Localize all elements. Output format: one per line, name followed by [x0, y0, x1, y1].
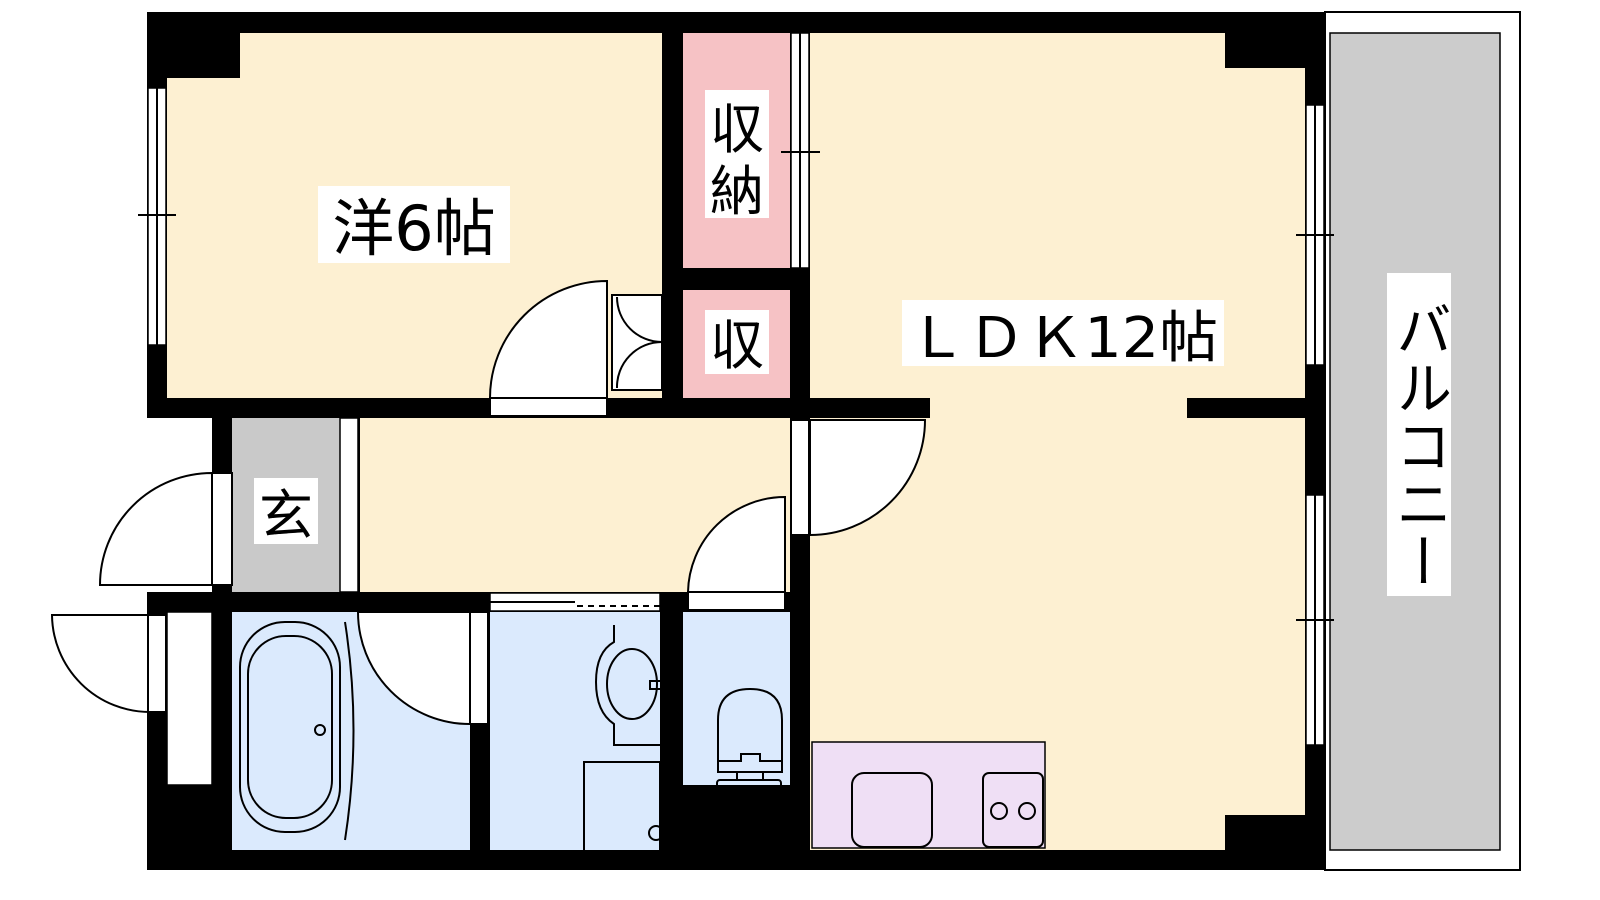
- svg-text:収: 収: [710, 314, 764, 377]
- window-balcony-upper: [1296, 104, 1334, 366]
- window-balcony-lower: [1296, 494, 1334, 746]
- window-bath: [166, 611, 213, 786]
- svg-text:ＬＤＫ12帖: ＬＤＫ12帖: [908, 306, 1218, 371]
- front-door[interactable]: [98, 471, 233, 586]
- svg-text:納: 納: [710, 160, 764, 223]
- svg-text:収: 収: [710, 98, 764, 161]
- washroom-sliding-door: [489, 592, 661, 612]
- toilet-icon: [716, 687, 783, 799]
- entrance-wall-strip: [339, 417, 359, 593]
- ldk-label: ＬＤＫ12帖: [902, 300, 1224, 371]
- bathtub-icon: [239, 621, 355, 841]
- toilet-room: [683, 612, 790, 785]
- storage-large-label: 収 納: [705, 90, 769, 223]
- kitchen-sink-icon: [851, 772, 933, 848]
- kitchen-counter: [811, 741, 1046, 849]
- storage-small-label: 収: [705, 310, 769, 377]
- washroom: [490, 612, 660, 850]
- western-room-door[interactable]: [488, 279, 608, 417]
- balcony: [1324, 11, 1521, 871]
- toilet-door[interactable]: [686, 495, 786, 611]
- svg-text:バルコニー: バルコニー: [1387, 300, 1452, 590]
- western-room-label: 洋6帖: [318, 186, 510, 265]
- outside-door[interactable]: [50, 614, 167, 714]
- window-western: [138, 87, 176, 346]
- ldk-door[interactable]: [790, 419, 927, 537]
- washing-machine-icon: [583, 761, 664, 853]
- closet-doors[interactable]: [611, 294, 663, 391]
- balcony-label: バルコニー: [1387, 273, 1452, 596]
- window-storage: [781, 32, 820, 269]
- stove-icon: [982, 772, 1044, 848]
- svg-text:洋6帖: 洋6帖: [332, 192, 495, 265]
- sink-icon: [594, 625, 663, 746]
- bathroom-door[interactable]: [356, 611, 489, 726]
- svg-text:玄: 玄: [259, 484, 313, 547]
- entrance-label: 玄: [254, 478, 318, 547]
